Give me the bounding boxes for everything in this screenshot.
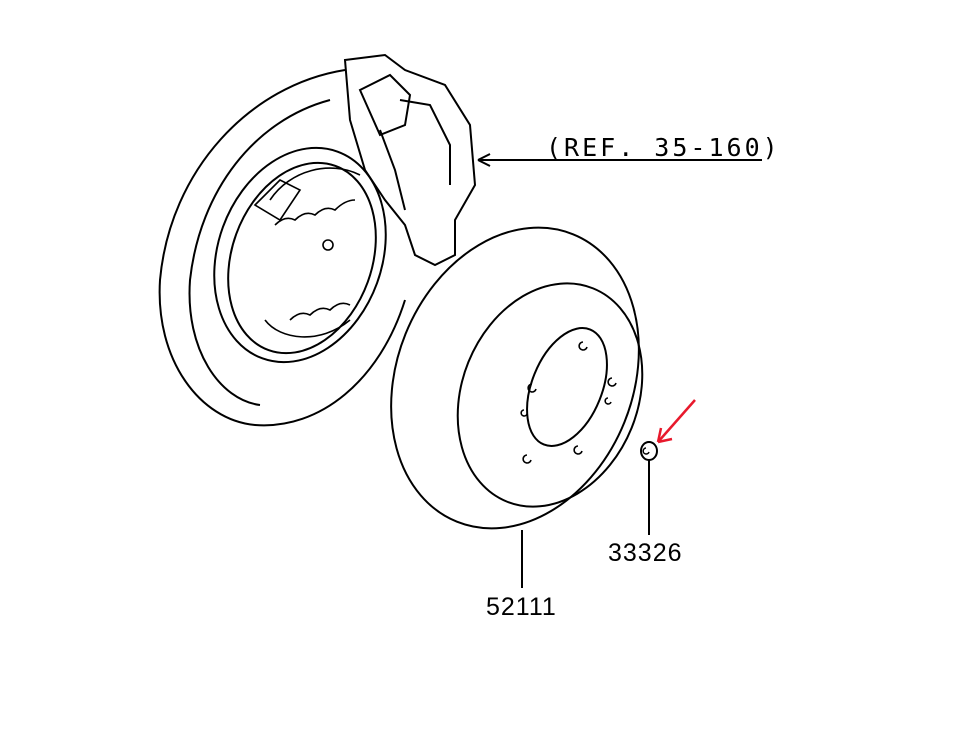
part-number-rotor[interactable]: 52111: [486, 593, 557, 621]
reference-label[interactable]: (REF. 35-160): [546, 133, 781, 162]
highlight-arrow: [656, 399, 696, 444]
backing-plate: [158, 69, 406, 427]
reference-arrowhead: [477, 153, 491, 167]
rotor-screw: [640, 441, 658, 535]
caliper: [343, 53, 477, 267]
part-number-screw[interactable]: 33326: [608, 539, 683, 567]
brake-shoes: [253, 167, 361, 338]
brake-disc-rotor: [390, 226, 644, 530]
rotor-bolt-holes: [520, 341, 617, 464]
